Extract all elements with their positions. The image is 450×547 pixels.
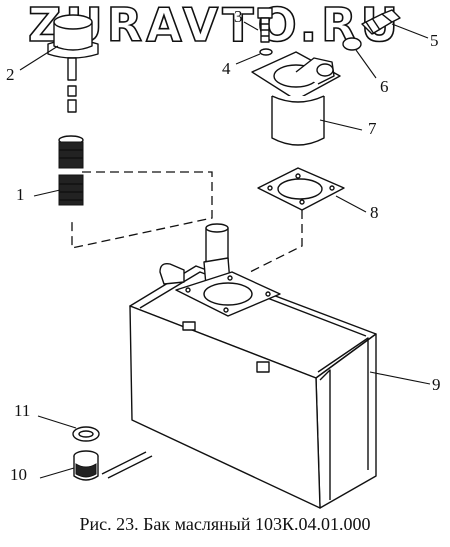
callout-7: 7: [368, 119, 377, 138]
callout-leaders: [19, 21, 431, 479]
part-4-washer: [259, 48, 273, 56]
callout-5: 5: [430, 31, 439, 50]
callout-8: 8: [370, 203, 379, 222]
callout-9: 9: [432, 375, 441, 394]
assembly-dash-line-left: [71, 171, 213, 249]
tank-filler-neck: [175, 223, 281, 317]
part-8-gasket: [257, 167, 345, 211]
part-5-fitting: [361, 9, 401, 35]
callout-11: 11: [14, 401, 31, 420]
part-3-bolt: [257, 7, 273, 43]
callout-1: 1: [16, 185, 25, 204]
figure-caption: Рис. 23. Бак масляный 103К.04.01.000: [79, 514, 371, 534]
part-10-drain-plug: [73, 450, 99, 481]
callout-3: 3: [234, 7, 243, 26]
part-2-filler-cap: [47, 14, 99, 113]
callout-2: 2: [6, 65, 15, 84]
callout-6: 6: [380, 77, 389, 96]
part-1-strainer: [58, 135, 84, 206]
callout-10: 10: [10, 465, 27, 484]
part-7-housing: [251, 51, 341, 146]
assembly-dash-line-right: [249, 210, 303, 273]
callout-4: 4: [222, 59, 231, 78]
part-6-o-ring: [342, 37, 362, 51]
